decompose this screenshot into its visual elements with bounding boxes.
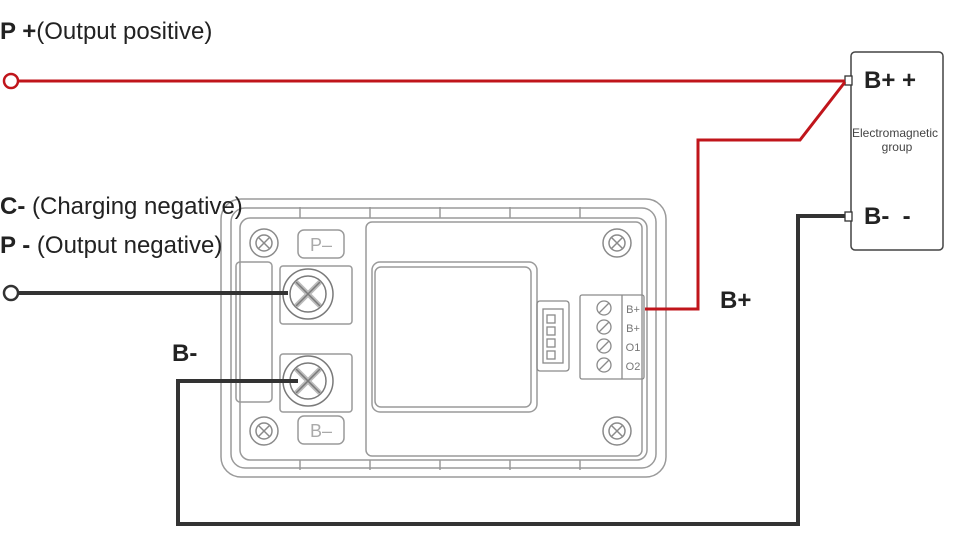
p-minus-connector: [2, 284, 20, 302]
corner-screw-bottom-right: [602, 416, 632, 446]
battery-plus-label: B+ +: [864, 67, 917, 94]
device-housing: [220, 198, 667, 478]
signal-terminal-block: [579, 294, 645, 380]
terminal-label-b-plus-2: B+: [626, 323, 640, 335]
tag-p-minus: P–: [297, 229, 345, 259]
p-plus-mark: P +: [0, 18, 37, 45]
battery-minus-terminal: [844, 211, 853, 222]
p-minus-desc: (Output negative): [36, 232, 223, 259]
wire-b-minus: [176, 214, 845, 526]
wire-b-plus: [645, 81, 847, 311]
terminal-screw-p-minus: [282, 268, 334, 320]
small-connector: [536, 300, 570, 372]
svg-text:P–: P–: [310, 235, 332, 255]
battery-minus-label: B- -: [864, 203, 911, 230]
b-plus-wire-label: B+: [720, 287, 752, 314]
corner-screw-top-left: [249, 228, 279, 258]
c-minus-label: C- (Charging negative): [0, 193, 243, 221]
battery-name: Electromagnetic group: [851, 126, 943, 154]
positive-wires: [19, 79, 847, 311]
corner-screw-top-right: [602, 228, 632, 258]
battery-name-line1: Electromagnetic: [851, 126, 939, 140]
terminal-label-b-plus-1: B+: [626, 304, 640, 316]
c-minus-mark: C-: [0, 193, 26, 220]
tag-b-minus: B–: [297, 415, 345, 445]
corner-screw-bottom-left: [249, 416, 279, 446]
p-plus-connector: [2, 72, 20, 90]
terminal-label-o1: O1: [626, 342, 641, 354]
svg-text:B–: B–: [310, 421, 332, 441]
battery-box: [850, 51, 944, 251]
left-terminal-block: [235, 261, 353, 413]
battery-plus-terminal: [844, 75, 853, 86]
p-minus-mark: P -: [0, 232, 31, 259]
terminal-label-o2: O2: [626, 361, 641, 373]
battery-name-line2: group: [881, 140, 913, 154]
c-minus-desc: (Charging negative): [32, 193, 243, 220]
p-plus-label: P +(Output positive): [0, 18, 212, 46]
negative-wires: [19, 214, 845, 526]
b-minus-wire-label: B-: [172, 340, 198, 367]
p-plus-desc: (Output positive): [36, 18, 213, 45]
p-minus-label: P - (Output negative): [0, 232, 222, 260]
